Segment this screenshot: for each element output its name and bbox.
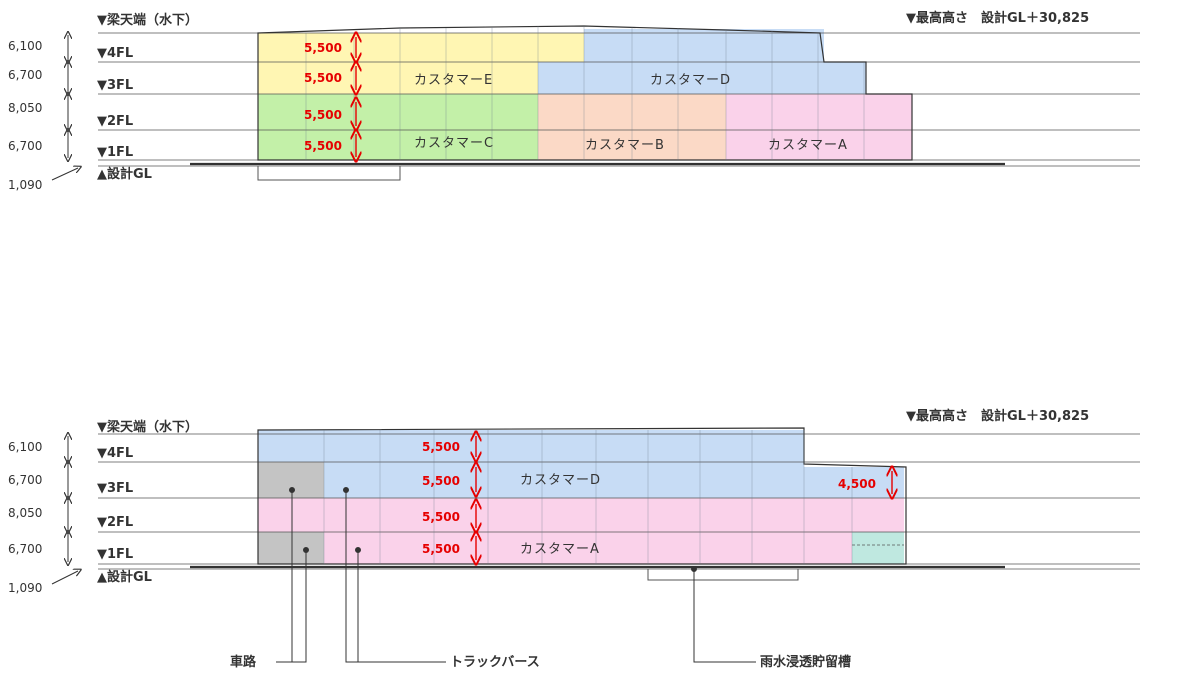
foundation (257, 166, 401, 181)
ceiling-height-3f: 5,500 (422, 474, 460, 488)
callout-leaders (276, 487, 756, 663)
height-3f: 6,700 (8, 68, 42, 82)
customer-a-label: カスタマーA (768, 138, 848, 153)
height-gl: 1,090 (8, 581, 42, 595)
label-beam-top: ▼梁天端（水下） (97, 419, 198, 435)
zone-blue-4f (584, 29, 824, 62)
callout-rain-tank: 雨水浸透貯留槽 (760, 654, 851, 670)
height-1f: 6,700 (8, 542, 42, 556)
ceiling-height-2f: 5,500 (422, 510, 460, 524)
label-3fl: ▼3FL (97, 481, 133, 496)
label-beam-top: ▼梁天端（水下） (97, 12, 198, 28)
customer-b-label: カスタマーB (585, 138, 665, 153)
label-gl: ▲設計GL (97, 569, 152, 585)
side-height: 4,500 (838, 477, 876, 491)
zone-pink-2f (258, 498, 904, 532)
ceiling-height-3f: 5,500 (304, 71, 342, 85)
height-2f: 8,050 (8, 101, 42, 115)
customer-c-label: カスタマーC (414, 136, 494, 151)
customer-a-label: カスタマーA (520, 542, 600, 557)
ceiling-height-1f: 5,500 (304, 139, 342, 153)
label-4fl: ▼4FL (97, 46, 133, 61)
height-gl: 1,090 (8, 178, 42, 192)
callout-road: 車路 (230, 654, 257, 670)
label-gl: ▲設計GL (97, 166, 152, 182)
ceiling-height-1f: 5,500 (422, 542, 460, 556)
customer-d-label: カスタマーD (650, 73, 731, 88)
building-outline (257, 25, 913, 161)
customer-d-label: カスタマーD (520, 473, 601, 488)
zone-blue-4f (258, 430, 804, 462)
height-dimension-chain (51, 436, 78, 585)
zone-gray-1f (258, 532, 324, 564)
building-outline (257, 427, 907, 565)
label-1fl: ▼1FL (97, 547, 133, 562)
zone-pink-1f (324, 532, 852, 564)
zone-blue-3f (538, 62, 866, 94)
structural-grid (323, 430, 853, 564)
height-4f: 6,100 (8, 39, 42, 53)
height-2f: 8,050 (8, 506, 42, 520)
label-2fl: ▼2FL (97, 515, 133, 530)
label-4fl: ▼4FL (97, 446, 133, 461)
zone-blue-3f (324, 462, 804, 498)
customer-e-label: カスタマーE (414, 73, 493, 88)
height-dimension-chain (51, 35, 78, 181)
label-max-height: ▼最高高さ 設計GL＋30,825 (906, 10, 1089, 26)
label-3fl: ▼3FL (97, 78, 133, 93)
section-2: 6,100 6,700 8,050 6,700 1,090 ▼梁天端（水下） ▼… (8, 408, 1140, 670)
ceiling-height-4f: 5,500 (422, 440, 460, 454)
zone-pink (726, 94, 912, 160)
zone-yellow-4f (258, 33, 584, 62)
label-2fl: ▼2FL (97, 114, 133, 129)
section-1: 6,100 6,700 8,050 6,700 1,090 ▼梁天端（水下） ▼… (8, 10, 1140, 192)
rain-tank-structure (647, 569, 799, 581)
height-1f: 6,700 (8, 139, 42, 153)
zone-yellow-3f (258, 62, 538, 94)
ceiling-height-2f: 5,500 (304, 108, 342, 122)
label-1fl: ▼1FL (97, 145, 133, 160)
zone-teal-1f (852, 532, 904, 564)
ceiling-height-4f: 5,500 (304, 41, 342, 55)
zone-green-2f1f (258, 94, 538, 160)
height-4f: 6,100 (8, 440, 42, 454)
ceiling-arrows (476, 436, 892, 560)
label-max-height: ▼最高高さ 設計GL＋30,825 (906, 408, 1089, 424)
height-3f: 6,700 (8, 473, 42, 487)
callout-truck-berth: トラックバース (450, 655, 540, 670)
